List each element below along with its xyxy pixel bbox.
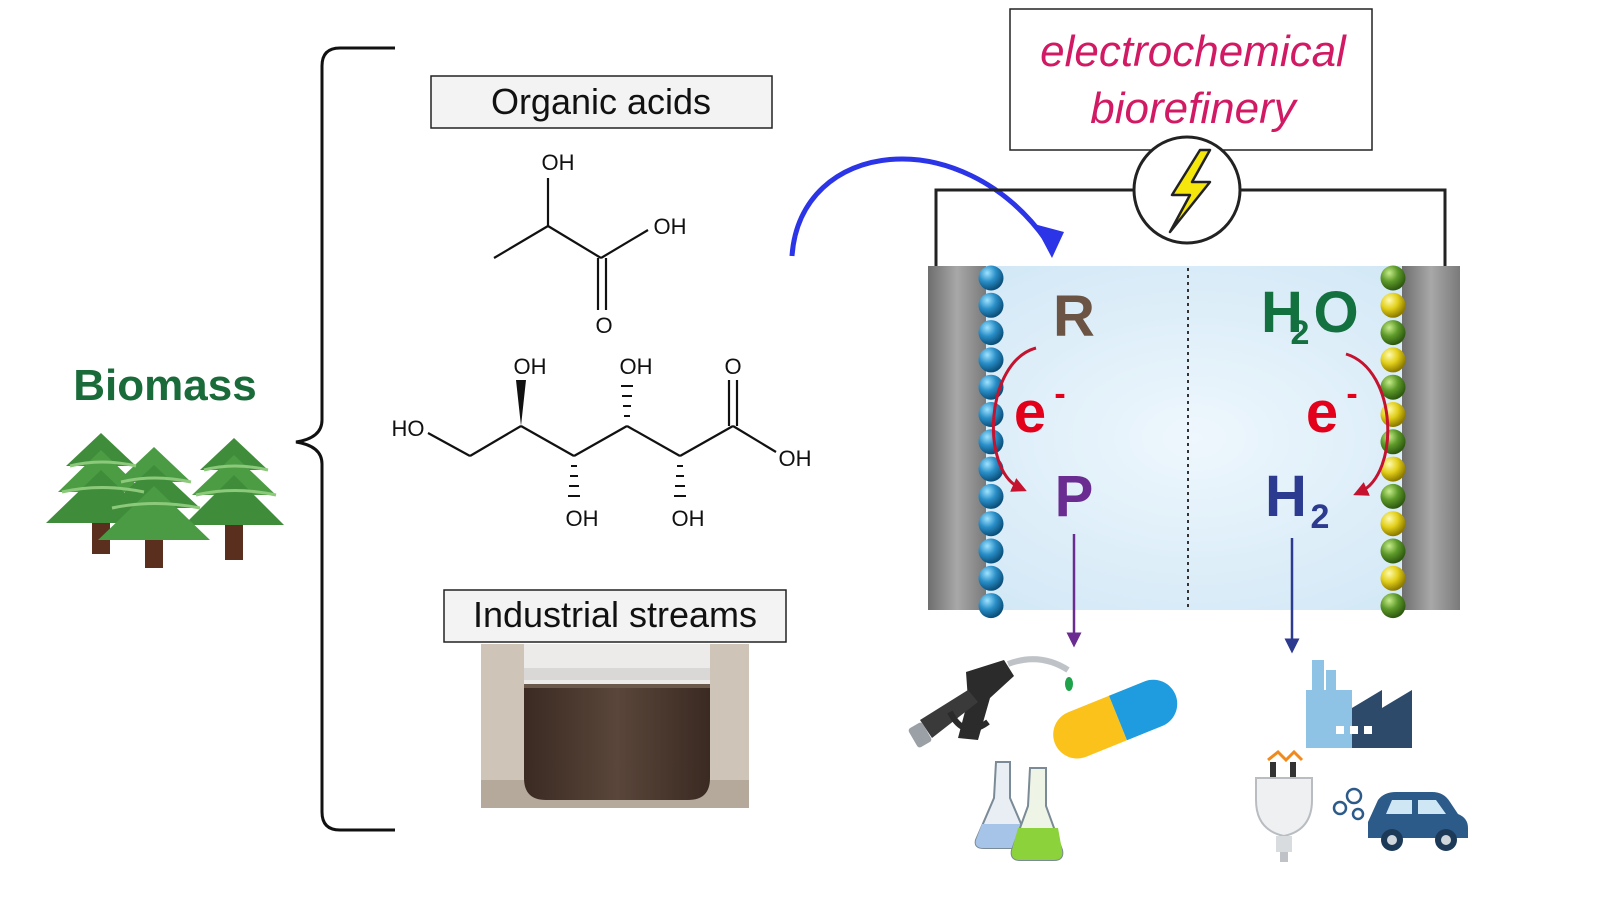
cathode-particle xyxy=(1380,538,1406,564)
biorefinery-line2: biorefinery xyxy=(1090,84,1298,133)
electrolyte xyxy=(928,266,1460,610)
cathode-reactant-o: O xyxy=(1313,280,1358,345)
car-icon xyxy=(1332,787,1468,851)
anode-particle xyxy=(978,565,1004,591)
factory-icon xyxy=(1306,660,1412,748)
cathode-particle xyxy=(1380,565,1406,591)
anode-particle xyxy=(978,265,1004,291)
anode-particle xyxy=(978,456,1004,482)
anode-particle xyxy=(978,538,1004,564)
capsule-icon xyxy=(1053,679,1178,759)
cathode-electron-sup: - xyxy=(1346,375,1357,413)
hashed-bonds xyxy=(568,385,686,497)
anode-electron-sup: - xyxy=(1054,375,1065,413)
cathode-particle xyxy=(1380,265,1406,291)
cathode-reactant-sub: 2 xyxy=(1291,314,1310,352)
lactic-oh-top: OH xyxy=(542,150,575,175)
flask-icon xyxy=(974,761,1064,861)
grouping-brace xyxy=(295,46,395,832)
gluconic-oh-top2: OH xyxy=(620,354,653,379)
cathode-particle xyxy=(1380,483,1406,509)
fuel-nozzle-icon xyxy=(908,656,1073,748)
lightning-icon xyxy=(1168,148,1212,234)
gluconic-oh-bottom1: OH xyxy=(566,506,599,531)
cathode-particle xyxy=(1380,511,1406,537)
gluconic-oh-bottom2: OH xyxy=(672,506,705,531)
gluconic-ho-left: HO xyxy=(392,416,425,441)
cathode-particle xyxy=(1380,429,1406,455)
plug-icon xyxy=(1255,749,1313,862)
anode-electron: e xyxy=(1014,380,1046,445)
anode-particle xyxy=(978,593,1004,619)
biorefinery-box xyxy=(1009,8,1373,151)
cathode-particle xyxy=(1380,320,1406,346)
gluconic-acid-structure xyxy=(427,380,777,457)
anode-product: P xyxy=(1055,464,1094,529)
anode-particle xyxy=(978,511,1004,537)
industrial-streams-title: Industrial streams xyxy=(473,594,757,635)
cathode-catalyst-particles xyxy=(1380,265,1406,619)
anode-particle xyxy=(978,483,1004,509)
industrial-stream-photo xyxy=(481,644,749,808)
feed-arrow xyxy=(789,156,1049,257)
anode-particle xyxy=(978,320,1004,346)
organic-acids-title: Organic acids xyxy=(491,81,711,122)
anode-particle xyxy=(978,402,1004,427)
cathode-electrode xyxy=(1402,266,1460,610)
anode-particle xyxy=(978,347,1004,373)
cathode-particle xyxy=(1380,374,1406,400)
tree-icon xyxy=(46,433,284,568)
organic-acids-box xyxy=(430,75,773,129)
cathode-product-h: H xyxy=(1265,464,1307,529)
anode-catalyst-particles xyxy=(978,265,1004,619)
gluconic-oh-right: OH xyxy=(779,446,812,471)
industrial-streams-box xyxy=(443,589,787,643)
lactic-o: O xyxy=(595,313,612,338)
anode-particle xyxy=(978,292,1004,318)
cathode-particle xyxy=(1380,456,1406,482)
cathode-reactant-h: H xyxy=(1261,280,1303,345)
lactic-oh-right: OH xyxy=(654,214,687,239)
anode-electrode xyxy=(928,266,986,610)
cathode-particle xyxy=(1380,292,1406,318)
anode-electron-arrow xyxy=(992,346,1037,492)
wedge-bond xyxy=(516,380,526,426)
gluconic-oh-top1: OH xyxy=(514,354,547,379)
cathode-electron: e xyxy=(1306,380,1338,445)
external-circuit xyxy=(934,188,1447,266)
cathode-particle xyxy=(1380,593,1406,619)
biomass-label: Biomass xyxy=(73,361,256,410)
anode-reactant: R xyxy=(1053,284,1095,349)
cathode-electron-arrow xyxy=(1345,352,1390,496)
lactic-acid-structure xyxy=(493,178,649,310)
cathode-particle xyxy=(1380,347,1406,373)
feed-arrow-head xyxy=(1034,224,1064,258)
gluconic-o-top: O xyxy=(724,354,741,379)
anode-particle xyxy=(978,429,1004,455)
biorefinery-line1: electrochemical xyxy=(1040,27,1347,76)
cathode-product-sub: 2 xyxy=(1311,498,1330,536)
